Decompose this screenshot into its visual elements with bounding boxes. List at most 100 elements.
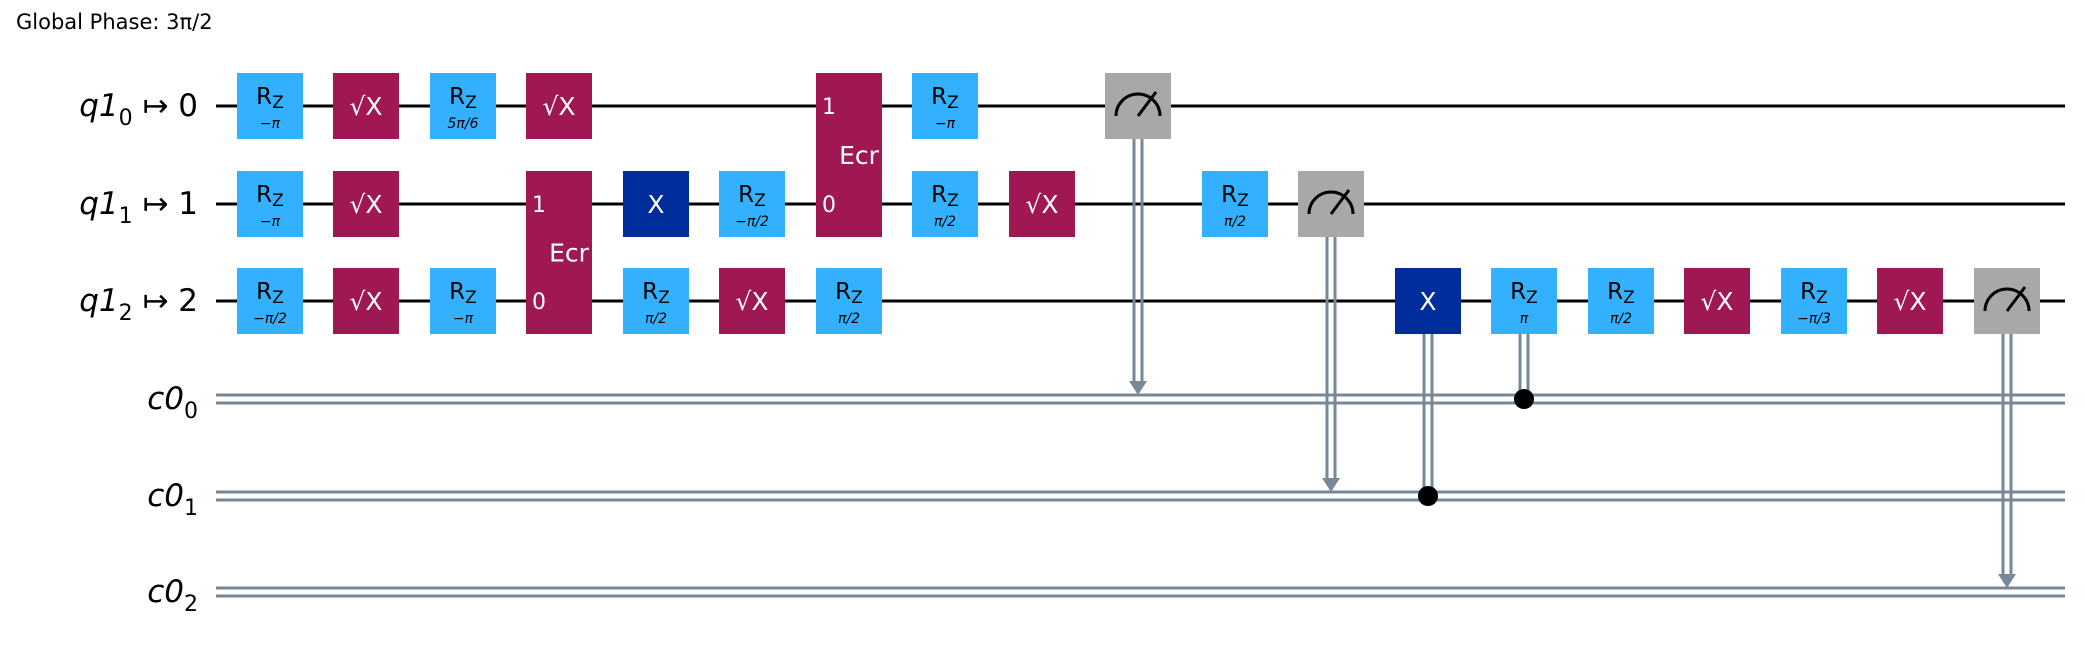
x-gate-box — [1395, 268, 1461, 334]
classical-control-dot — [1418, 486, 1438, 506]
measure-arrow — [1129, 381, 1147, 395]
meter-needle-icon — [2005, 286, 2027, 312]
measure-gate-box — [1105, 73, 1171, 139]
meter-arc-icon — [1114, 92, 1162, 117]
rz-gate-box — [1202, 171, 1268, 237]
rz-gate: RZ −π/3 — [1781, 268, 1847, 334]
rz-gate-label: RZ — [931, 84, 959, 113]
measure-arrow — [1322, 478, 1340, 492]
rz-gate-box — [912, 73, 978, 139]
ecr-gate-label: Ecr — [549, 239, 590, 268]
ecr-pin-label: 0 — [532, 290, 546, 315]
x-gate-box — [623, 171, 689, 237]
rz-gate-label: RZ — [738, 182, 766, 211]
sx-gate: √X — [333, 73, 399, 139]
rz-gate-label: RZ — [642, 279, 670, 308]
rz-gate-label: RZ — [449, 84, 477, 113]
rz-gate-box — [430, 268, 496, 334]
rz-gate-box — [816, 268, 882, 334]
rz-gate-param: π/2 — [838, 311, 860, 327]
global-phase-label: Global Phase: 3π/2 — [16, 10, 213, 34]
sx-gate-box — [1877, 268, 1943, 334]
rz-gate: RZ −π — [912, 73, 978, 139]
sx-gate: √X — [1877, 268, 1943, 334]
sx-gate: √X — [526, 73, 592, 139]
measure-gate — [1974, 268, 2040, 588]
rz-gate-param: 5π/6 — [448, 116, 479, 132]
sx-gate-box — [333, 171, 399, 237]
rz-gate: RZ π/2 — [1588, 268, 1654, 334]
qubit-label: q12 ↦ 2 — [79, 283, 198, 326]
rz-gate-box — [1588, 268, 1654, 334]
sx-gate-box — [333, 268, 399, 334]
rz-gate-box — [1781, 268, 1847, 334]
rz-gate: RZ π/2 — [1202, 171, 1268, 237]
rz-gate-box — [237, 73, 303, 139]
rz-gate-param: −π — [935, 116, 956, 132]
ecr-gate-box — [526, 171, 592, 334]
rz-gate: RZ π/2 — [623, 268, 689, 334]
meter-arc-icon — [1983, 287, 2031, 312]
sx-gate: √X — [719, 268, 785, 334]
rz-gate-param: −π/2 — [735, 214, 769, 230]
sx-gate-label: √X — [1025, 190, 1058, 219]
sx-gate-box — [1684, 268, 1750, 334]
rz-gate-label: RZ — [931, 182, 959, 211]
rz-gate: RZπ/2 — [912, 171, 978, 237]
rz-gate-param: −π/3 — [1797, 311, 1831, 327]
x-gate: X — [623, 171, 689, 237]
rz-gate-param: −π — [260, 214, 281, 230]
ecr-gate-label: Ecr — [839, 141, 880, 170]
rz-gate-box — [719, 171, 785, 237]
sx-gate-label: √X — [349, 287, 382, 316]
rz-gate-box — [912, 171, 978, 237]
sx-gate-box — [719, 268, 785, 334]
measure-gate-box — [1298, 171, 1364, 237]
clbit-label: c01 — [147, 478, 198, 521]
meter-arc-icon — [1307, 190, 1355, 215]
rz-gate-param: −π/2 — [253, 311, 287, 327]
measure-gate — [1298, 171, 1364, 492]
rz-gate: RZ−π — [237, 171, 303, 237]
rz-gate-label: RZ — [1607, 279, 1635, 308]
rz_classical-gate: RZπ — [1491, 268, 1557, 409]
rz-gate: RZ−π — [237, 73, 303, 139]
sx-gate: √X — [1009, 171, 1075, 237]
x-gate-label: X — [647, 190, 664, 219]
sx-gate-box — [1009, 171, 1075, 237]
sx-gate: √X — [333, 171, 399, 237]
rz-gate-label: RZ — [1800, 279, 1828, 308]
rz-gate: RZπ/2 — [816, 268, 882, 334]
ecr-gate-box — [816, 73, 882, 237]
gates: RZ−πRZ−πRZ−π/2√X√X√XRZ5π/6RZ−π√X10EcrXRZ… — [237, 73, 2040, 588]
rz-gate-label: RZ — [1510, 279, 1538, 308]
sx-gate-box — [526, 73, 592, 139]
meter-needle-icon — [1136, 91, 1158, 117]
meter-needle-icon — [1329, 189, 1351, 215]
rz-gate-param: π/2 — [645, 311, 667, 327]
rz-gate: RZ 5π/6 — [430, 73, 496, 139]
clbit-label: c00 — [147, 381, 198, 424]
sx-gate-label: √X — [735, 287, 768, 316]
cx_classical-gate: X — [1395, 268, 1461, 506]
rz-gate-label: RZ — [449, 279, 477, 308]
classical-control-dot — [1514, 389, 1534, 409]
rz-gate-param: π/2 — [1610, 311, 1632, 327]
rz-gate-box — [623, 268, 689, 334]
sx-gate-label: √X — [1700, 287, 1733, 316]
qubit-label: q11 ↦ 1 — [79, 186, 198, 229]
rz-gate: RZ−π/2 — [237, 268, 303, 334]
rz-gate-box — [430, 73, 496, 139]
sx-gate: √X — [1684, 268, 1750, 334]
ecr-pin-label: 0 — [822, 193, 836, 218]
rz-gate-label: RZ — [1221, 182, 1249, 211]
sx-gate: √X — [333, 268, 399, 334]
rz-gate-param: π/2 — [1224, 214, 1246, 230]
rz-gate-param: −π — [260, 116, 281, 132]
rz-gate-box — [1491, 268, 1557, 334]
